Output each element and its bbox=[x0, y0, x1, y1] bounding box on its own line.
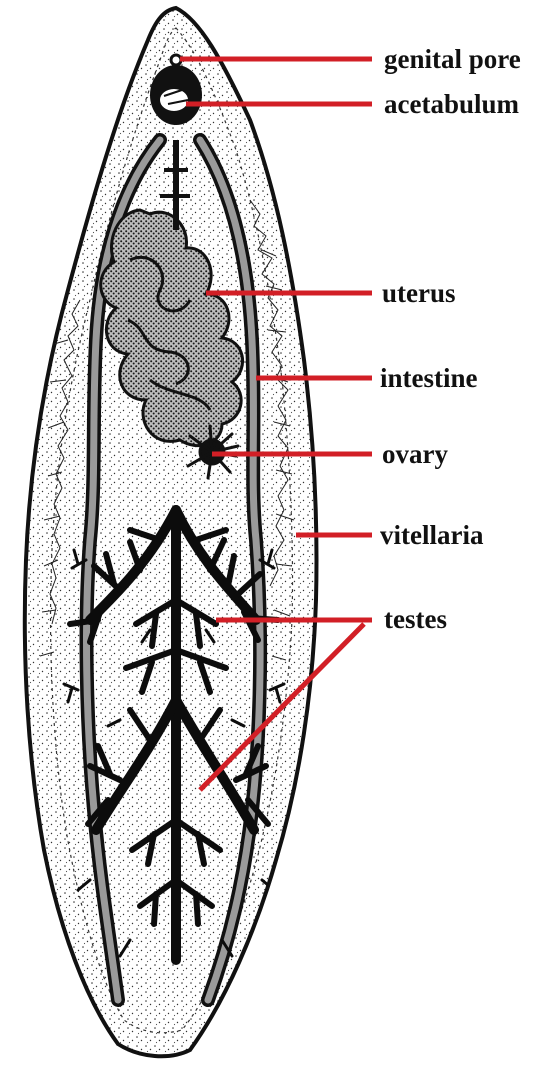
label-ovary: ovary bbox=[382, 439, 448, 469]
fluke-body bbox=[25, 8, 317, 1056]
labels: genital pore acetabulum uterus intestine… bbox=[380, 44, 521, 634]
label-testes: testes bbox=[384, 604, 447, 634]
label-uterus: uterus bbox=[382, 278, 456, 308]
genital-pore-mark bbox=[171, 55, 181, 65]
acetabulum-sucker bbox=[150, 65, 202, 125]
label-genital-pore: genital pore bbox=[384, 44, 521, 74]
label-acetabulum: acetabulum bbox=[384, 89, 520, 119]
label-intestine: intestine bbox=[380, 363, 478, 393]
label-vitellaria: vitellaria bbox=[380, 520, 484, 550]
body-outline bbox=[25, 8, 317, 1056]
